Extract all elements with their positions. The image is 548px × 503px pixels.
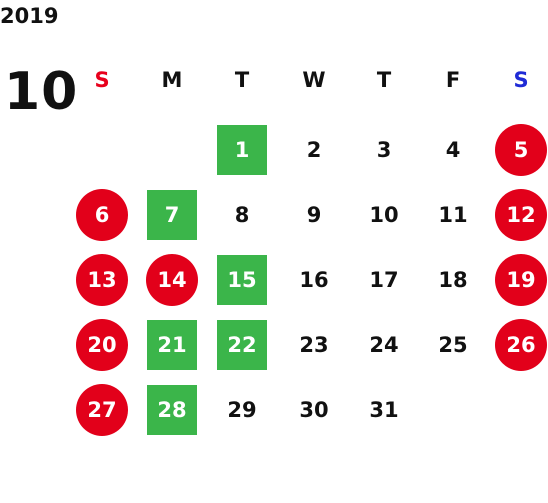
day-cell[interactable]: 1: [214, 125, 270, 175]
day-cell[interactable]: 28: [144, 385, 200, 435]
day-number: 31: [369, 398, 399, 422]
marked-day-number: 28: [147, 385, 197, 435]
day-cell[interactable]: 15: [214, 255, 270, 305]
holiday-day-number: 14: [146, 254, 198, 306]
day-cell[interactable]: 22: [214, 320, 270, 370]
day-cell[interactable]: 26: [493, 319, 548, 371]
day-cell[interactable]: 3: [356, 125, 412, 175]
marked-day-number: 1: [217, 125, 267, 175]
day-cell[interactable]: 24: [356, 320, 412, 370]
day-cell[interactable]: 25: [425, 320, 481, 370]
day-cell[interactable]: 5: [493, 124, 548, 176]
holiday-day-number: 27: [76, 384, 128, 436]
day-cell[interactable]: 7: [144, 190, 200, 240]
day-number: 24: [369, 333, 399, 357]
day-number: 16: [299, 268, 329, 292]
month-number: 10: [4, 62, 79, 122]
holiday-day-number: 26: [495, 319, 547, 371]
day-number: 2: [306, 138, 322, 162]
weekday-header-5: F: [445, 68, 461, 92]
holiday-day-number: 20: [76, 319, 128, 371]
day-cell[interactable]: 29: [214, 385, 270, 435]
day-number: 11: [438, 203, 468, 227]
day-number: 25: [438, 333, 468, 357]
marked-day-number: 15: [217, 255, 267, 305]
day-number: 18: [438, 268, 468, 292]
day-number: 4: [445, 138, 461, 162]
day-cell[interactable]: 10: [356, 190, 412, 240]
day-cell[interactable]: 11: [425, 190, 481, 240]
day-number: 10: [369, 203, 399, 227]
day-cell[interactable]: 19: [493, 254, 548, 306]
weekday-header-3: W: [302, 68, 326, 92]
day-cell[interactable]: 16: [286, 255, 342, 305]
weekday-header-2: T: [234, 68, 250, 92]
day-cell[interactable]: 4: [425, 125, 481, 175]
day-number: 30: [299, 398, 329, 422]
weekday-header-4: T: [376, 68, 392, 92]
day-cell[interactable]: 17: [356, 255, 412, 305]
holiday-day-number: 19: [495, 254, 547, 306]
day-cell[interactable]: 21: [144, 320, 200, 370]
marked-day-number: 21: [147, 320, 197, 370]
weekday-header-6: S: [513, 68, 529, 92]
marked-day-number: 7: [147, 190, 197, 240]
marked-day-number: 22: [217, 320, 267, 370]
holiday-day-number: 5: [495, 124, 547, 176]
day-cell[interactable]: 12: [493, 189, 548, 241]
holiday-day-number: 6: [76, 189, 128, 241]
weekday-header-0: S: [94, 68, 110, 92]
day-number: 17: [369, 268, 399, 292]
day-cell[interactable]: 23: [286, 320, 342, 370]
day-cell[interactable]: 13: [74, 254, 130, 306]
day-cell[interactable]: 31: [356, 385, 412, 435]
day-cell[interactable]: 20: [74, 319, 130, 371]
day-cell[interactable]: 8: [214, 190, 270, 240]
day-number: 9: [306, 203, 322, 227]
weekday-header-1: M: [161, 68, 183, 92]
holiday-day-number: 13: [76, 254, 128, 306]
day-cell[interactable]: 6: [74, 189, 130, 241]
holiday-day-number: 12: [495, 189, 547, 241]
day-number: 3: [376, 138, 392, 162]
day-cell[interactable]: 14: [144, 254, 200, 306]
day-number: 23: [299, 333, 329, 357]
day-number: 8: [234, 203, 250, 227]
day-cell[interactable]: 9: [286, 190, 342, 240]
day-cell[interactable]: 30: [286, 385, 342, 435]
day-cell[interactable]: 2: [286, 125, 342, 175]
year-label: 2019: [0, 4, 59, 28]
day-number: 29: [227, 398, 257, 422]
day-cell[interactable]: 27: [74, 384, 130, 436]
day-cell[interactable]: 18: [425, 255, 481, 305]
